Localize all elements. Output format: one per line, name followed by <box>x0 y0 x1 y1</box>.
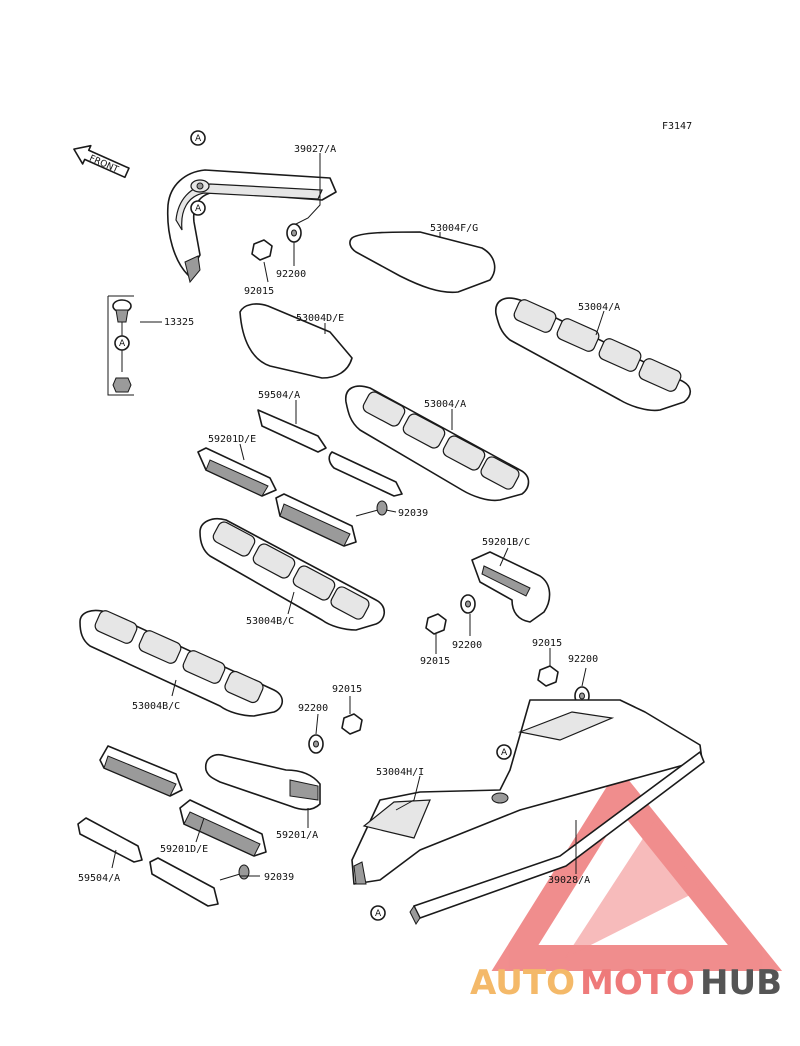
label-53004HI: 53004H/I <box>376 767 424 778</box>
part-53004BC-pad-1 <box>199 517 386 631</box>
svg-text:AUTO: AUTO <box>470 963 575 1003</box>
label-53004A-1: 53004/A <box>578 302 620 313</box>
ref-marker-a-5: A <box>370 905 386 921</box>
ref-marker-a-4: A <box>496 744 512 760</box>
front-arrow-icon: FRONT <box>73 144 130 179</box>
part-53004A-pad-2 <box>345 385 530 502</box>
label-59201BC: 59201B/C <box>482 537 530 548</box>
part-59201DE-channel-1 <box>197 447 277 497</box>
part-92015-nut-1 <box>251 239 273 261</box>
part-92039-bolt-2 <box>219 864 250 881</box>
part-39027A-handle <box>166 169 337 284</box>
part-92015-nut-4 <box>341 713 363 735</box>
svg-text:A: A <box>195 204 202 214</box>
label-92015-1: 92015 <box>244 286 274 297</box>
label-53004BC-2: 53004B/C <box>132 701 180 712</box>
part-59201DE-channel-3 <box>99 745 183 797</box>
part-53004A-pad-1 <box>495 297 692 412</box>
label-92015-2: 92015 <box>420 656 450 667</box>
part-59201DE-channel-2 <box>275 493 357 547</box>
part-59201DE-channel-4 <box>179 799 267 857</box>
part-59504A-strip-1 <box>257 409 327 453</box>
label-53004DE: 53004D/E <box>296 313 344 324</box>
label-92015-3: 92015 <box>532 638 562 649</box>
watermark-logo <box>491 767 783 971</box>
part-59201BC-bracket <box>471 551 551 623</box>
label-92200-1: 92200 <box>276 269 306 280</box>
part-59504A-strip-4 <box>149 857 219 907</box>
part-59201A-bracket <box>204 754 321 811</box>
label-92200-2: 92200 <box>452 640 482 651</box>
svg-text:A: A <box>501 748 508 758</box>
watermark-text: AUTO MOTO HUB <box>470 963 782 1003</box>
label-53004FG: 53004F/G <box>430 223 478 234</box>
label-92039-2: 92039 <box>264 872 294 883</box>
svg-text:A: A <box>195 134 202 144</box>
part-53004BC-pad-2 <box>79 609 284 717</box>
label-13325: 13325 <box>164 317 194 328</box>
part-92015-nut-3 <box>537 665 559 687</box>
figure-code: F3147 <box>662 121 692 132</box>
label-59201A: 59201/A <box>276 830 318 841</box>
leader-lines <box>111 153 605 877</box>
label-92015-4: 92015 <box>332 684 362 695</box>
part-59504A-strip-2 <box>328 451 403 497</box>
svg-text:MOTO: MOTO <box>580 963 695 1003</box>
label-59201DE-2: 59201D/E <box>160 844 208 855</box>
ref-marker-a-2: A <box>190 200 206 216</box>
label-92200-4: 92200 <box>298 703 328 714</box>
part-53004HI-deck <box>351 699 703 885</box>
label-92200-3: 92200 <box>568 654 598 665</box>
ref-marker-a-3: A <box>114 335 130 351</box>
part-53004FG-pad <box>349 231 496 294</box>
label-92039-1: 92039 <box>398 508 428 519</box>
svg-text:A: A <box>375 909 382 919</box>
label-59504A-1: 59504/A <box>258 390 300 401</box>
svg-text:HUB: HUB <box>700 963 782 1003</box>
part-92015-nut-2 <box>425 613 447 635</box>
label-39028A: 39028/A <box>548 875 590 886</box>
label-59201DE-1: 59201D/E <box>208 434 256 445</box>
svg-text:A: A <box>119 339 126 349</box>
label-53004BC-1: 53004B/C <box>246 616 294 627</box>
part-53004DE-pad <box>239 303 353 379</box>
label-59504A-2: 59504/A <box>78 873 120 884</box>
label-53004A-2: 53004/A <box>424 399 466 410</box>
part-39028A-rail <box>409 751 705 925</box>
ref-marker-a-1: A <box>190 130 206 146</box>
part-92039-bolt-1 <box>355 500 388 517</box>
label-39027A: 39027/A <box>294 144 336 155</box>
part-59504A-strip-3 <box>77 817 143 863</box>
